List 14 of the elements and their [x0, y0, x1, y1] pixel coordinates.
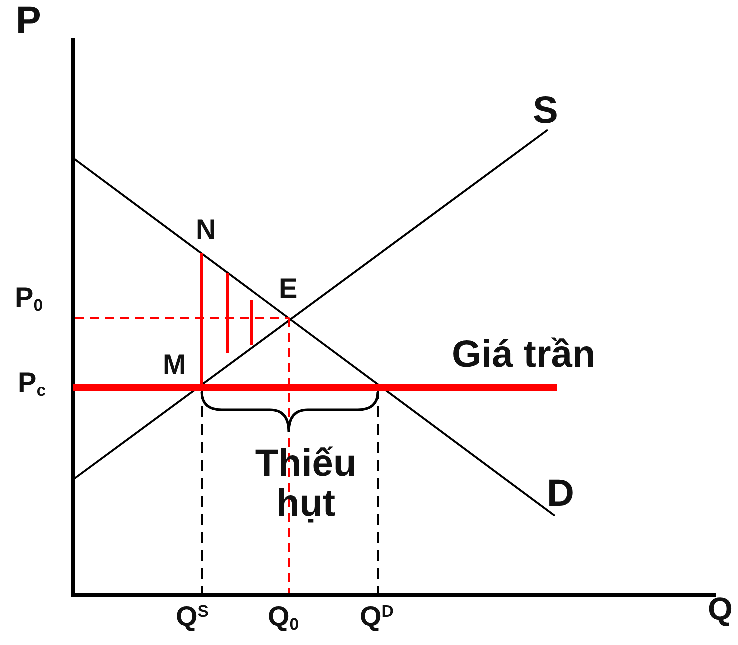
price-label: P$_{c}$: [18, 368, 46, 400]
point-label: M: [163, 350, 186, 380]
shortage-label: Thiếu hụt: [254, 445, 358, 525]
axis-label: Q: [708, 593, 733, 627]
price-label: P$_{0}$: [15, 283, 44, 315]
point-label: N: [196, 215, 216, 244]
ceiling-label: Giá trần: [452, 336, 596, 376]
curve-label: S: [533, 92, 558, 132]
point-label: E: [279, 274, 298, 304]
axis-label: P: [16, 2, 42, 42]
quantity-label: Q$^{D}$: [360, 602, 394, 632]
quantity-label: Q$^{S}$: [176, 602, 209, 632]
quantity-label: Q$_{0}$: [268, 602, 300, 634]
curve-label: D: [547, 475, 574, 515]
